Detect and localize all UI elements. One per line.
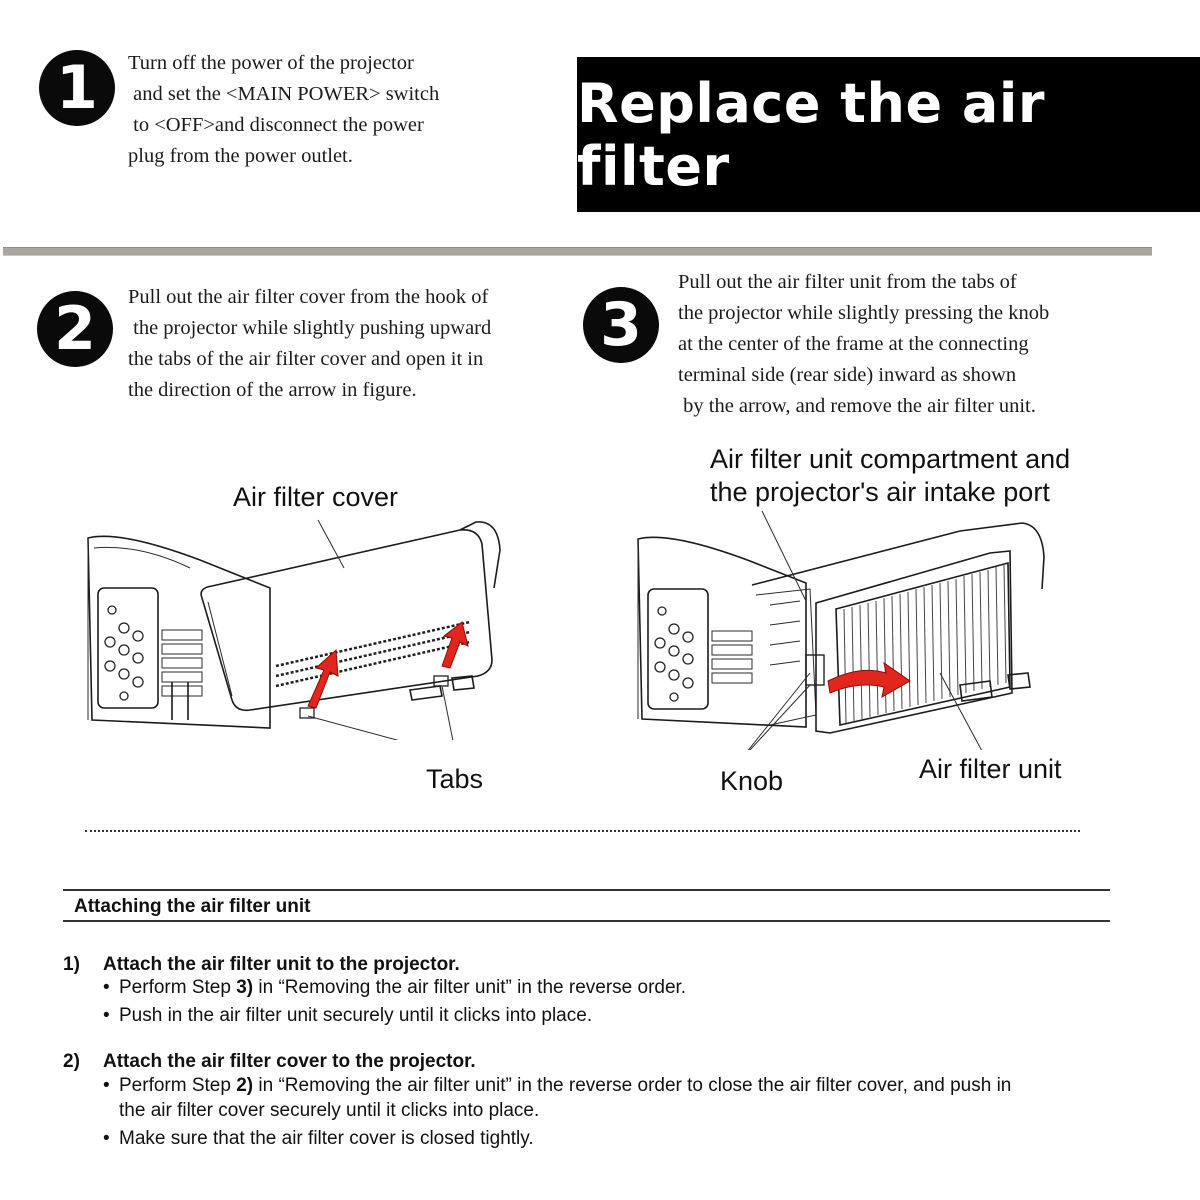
step-3-line-4: terminal side (rear side) inward as show… (678, 364, 1017, 386)
step-3-line-5: by the arrow, and remove the air filter … (678, 395, 1036, 417)
step-3-line-2: the projector while slightly pressing th… (678, 302, 1050, 324)
page-title-banner: Replace the air filter (577, 57, 1200, 212)
step-2-line-3: the tabs of the air filter cover and ope… (128, 348, 484, 370)
item-1-heading: Attach the air filter unit to the projec… (103, 954, 460, 975)
step-3-line-1: Pull out the air filter unit from the ta… (678, 271, 1017, 293)
step-2-line-1: Pull out the air filter cover from the h… (128, 286, 489, 308)
dotted-separator (85, 830, 1080, 832)
label-compartment-line-1: Air filter unit compartment and (710, 444, 1071, 474)
item-2-bullet-1: •Perform Step 2) in “Removing the air fi… (103, 1075, 1012, 1096)
item-1-bullet-2: •Push in the air filter unit securely un… (103, 1005, 593, 1026)
step-1-line-1: Turn off the power of the projector (128, 52, 414, 74)
label-compartment-line-2: the projector's air intake port (710, 477, 1050, 507)
step-2-line-4: the direction of the arrow in figure. (128, 379, 417, 401)
step-2-badge: 2 (37, 291, 113, 367)
section-title: Attaching the air filter unit (74, 896, 311, 917)
label-air-filter-cover: Air filter cover (233, 482, 399, 512)
step-1-line-4: plug from the power outlet. (128, 145, 353, 167)
item-2-bullet-2: •Make sure that the air filter cover is … (103, 1128, 534, 1149)
step-3-badge: 3 (583, 287, 659, 363)
item-1-bullet-1: •Perform Step 3) in “Removing the air fi… (103, 977, 687, 998)
divider-rule (3, 247, 1152, 256)
step-1-badge: 1 (39, 50, 115, 126)
projector-cover-illustration (87, 519, 501, 740)
step-1-line-3: to <OFF>and disconnect the power (128, 114, 424, 136)
label-knob: Knob (720, 766, 784, 796)
label-tabs: Tabs (426, 764, 484, 794)
item-2-bullet-1-cont: the air filter cover securely until it c… (119, 1100, 540, 1121)
section-bottom-line (63, 920, 1110, 922)
step-3-line-3: at the center of the frame at the connec… (678, 333, 1029, 355)
item-1-number: 1) (63, 954, 80, 975)
section-top-line (63, 889, 1110, 891)
projector-filter-unit-illustration (637, 510, 1045, 750)
step-1-line-2: and set the <MAIN POWER> switch (128, 83, 440, 105)
label-air-filter-unit: Air filter unit (919, 754, 1062, 784)
step-2-line-2: the projector while slightly pushing upw… (128, 317, 492, 339)
item-2-number: 2) (63, 1051, 80, 1072)
item-2-heading: Attach the air filter cover to the proje… (103, 1051, 476, 1072)
